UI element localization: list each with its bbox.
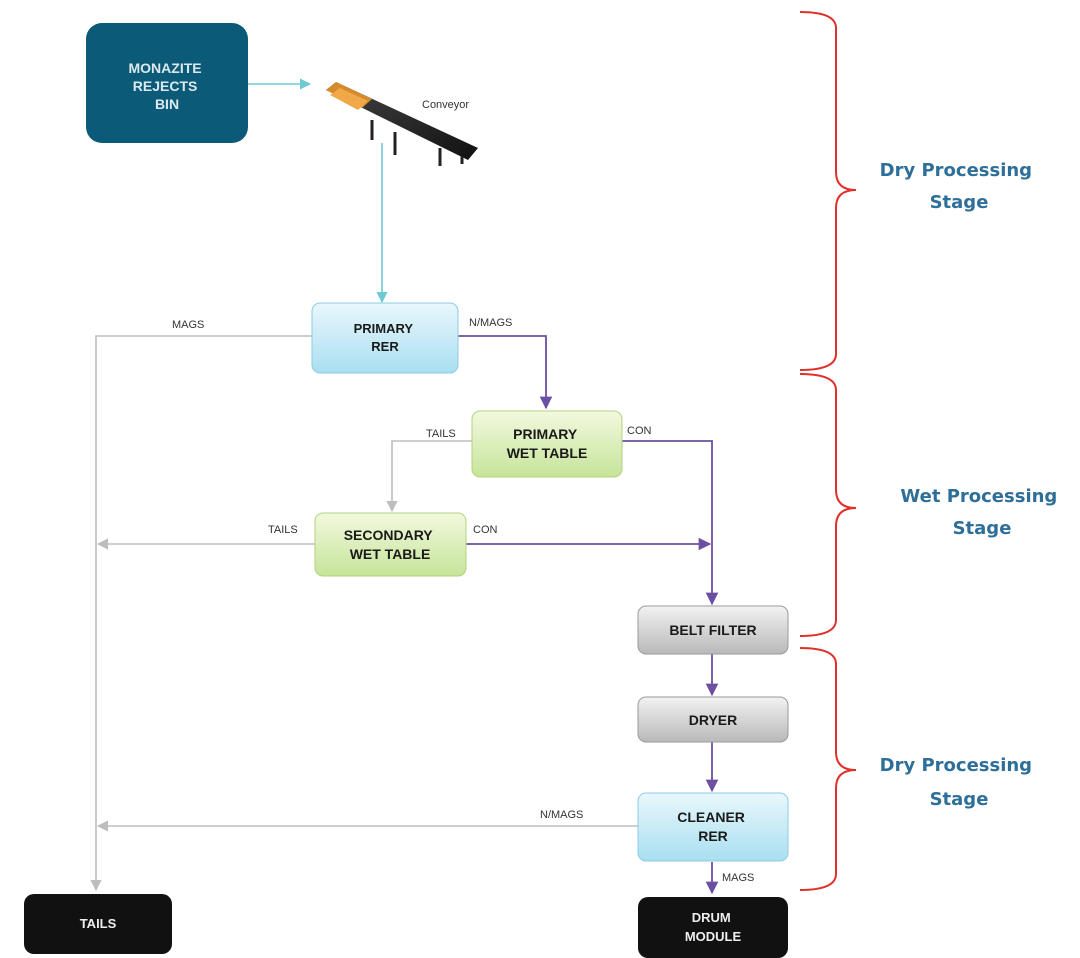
bin-label-line-2: REJECTS bbox=[133, 78, 198, 94]
stage-label-dry-bottom: Dry Processing Stage bbox=[880, 755, 1039, 810]
bin-label-line-1: MONAZITE bbox=[129, 60, 202, 76]
label-tails-secondary-wet: TAILS bbox=[268, 524, 298, 536]
stage-label-dry-top: Dry Processing Stage bbox=[880, 160, 1039, 213]
label-tails-primary-wet: TAILS bbox=[426, 428, 456, 440]
belt-filter-label: BELT FILTER bbox=[669, 622, 756, 638]
brace-dry-bottom bbox=[799, 647, 857, 891]
conveyor-icon bbox=[326, 82, 478, 166]
dryer-label: DRYER bbox=[689, 712, 738, 728]
drum-module-line-1: DRUM bbox=[692, 910, 731, 925]
secondary-wet-table-line-1: SECONDARY bbox=[344, 527, 434, 543]
brace-dry-top bbox=[799, 11, 857, 371]
secondary-wet-table-line-2: WET TABLE bbox=[350, 546, 431, 562]
label-mags-primary: MAGS bbox=[172, 319, 204, 331]
tails-box: TAILS bbox=[24, 894, 172, 954]
connectors bbox=[90, 78, 719, 895]
primary-wet-table-line-1: PRIMARY bbox=[513, 426, 578, 442]
stage-label-wet: Wet Processing Stage bbox=[900, 486, 1063, 539]
label-nmags-primary: N/MAGS bbox=[469, 317, 512, 329]
arrow-primary-wet-tails-to-secondary bbox=[386, 440, 472, 513]
cleaner-rer-line-1: CLEANER bbox=[677, 809, 745, 825]
label-nmags-cleaner: N/MAGS bbox=[540, 809, 583, 821]
svg-text:PRIMARY RER: PRIMARY RER bbox=[354, 321, 417, 354]
secondary-wet-table-box: SECONDARY WET TABLE bbox=[314, 512, 467, 577]
svg-text:CLEANER RER: CLEANER RER bbox=[677, 809, 749, 844]
brace-wet bbox=[799, 373, 857, 637]
stage-labels: Dry Processing Stage Wet Processing Stag… bbox=[880, 160, 1063, 810]
drum-module-box: DRUM MODULE bbox=[638, 897, 788, 958]
arrow-primary-rer-nmags-to-wet-table bbox=[457, 335, 553, 410]
primary-wet-table-box: PRIMARY WET TABLE bbox=[471, 410, 623, 478]
stage-braces bbox=[799, 11, 857, 891]
monazite-rejects-bin: MONAZITE REJECTS BIN bbox=[86, 23, 248, 143]
edge-labels: MAGS N/MAGS TAILS CON TAILS CON N/MAGS M… bbox=[172, 317, 754, 884]
tails-label: TAILS bbox=[80, 916, 117, 931]
label-mags-cleaner: MAGS bbox=[722, 872, 754, 884]
dryer-box: DRYER bbox=[637, 696, 789, 743]
belt-filter-box: BELT FILTER bbox=[637, 605, 789, 655]
primary-rer-line-2: RER bbox=[371, 339, 399, 354]
bin-label-line-3: BIN bbox=[155, 96, 179, 112]
primary-rer-box: PRIMARY RER bbox=[311, 302, 459, 374]
cleaner-rer-line-2: RER bbox=[698, 828, 728, 844]
svg-text:MONAZITE REJECTS B: MONAZITE REJECTS BIN bbox=[129, 60, 206, 112]
label-con-secondary-wet: CON bbox=[473, 524, 498, 536]
primary-wet-table-line-2: WET TABLE bbox=[507, 445, 588, 461]
drum-module-line-2: MODULE bbox=[685, 929, 742, 944]
label-con-primary-wet: CON bbox=[627, 425, 652, 437]
arrow-primary-rer-mags-to-tails bbox=[90, 335, 312, 892]
arrow-primary-wet-con-to-belt-filter bbox=[622, 440, 719, 606]
cleaner-rer-box: CLEANER RER bbox=[637, 792, 789, 862]
conveyor-label: Conveyor bbox=[422, 99, 469, 111]
primary-rer-line-1: PRIMARY bbox=[354, 321, 414, 336]
svg-text:DRUM MODULE: DRUM MODULE bbox=[685, 910, 742, 944]
svg-text:SECONDARY WET TABLE: SECONDARY WET TABLE bbox=[344, 527, 437, 562]
svg-text:PRIMARY WET TABLE: PRIMARY WET TABLE bbox=[507, 426, 588, 461]
